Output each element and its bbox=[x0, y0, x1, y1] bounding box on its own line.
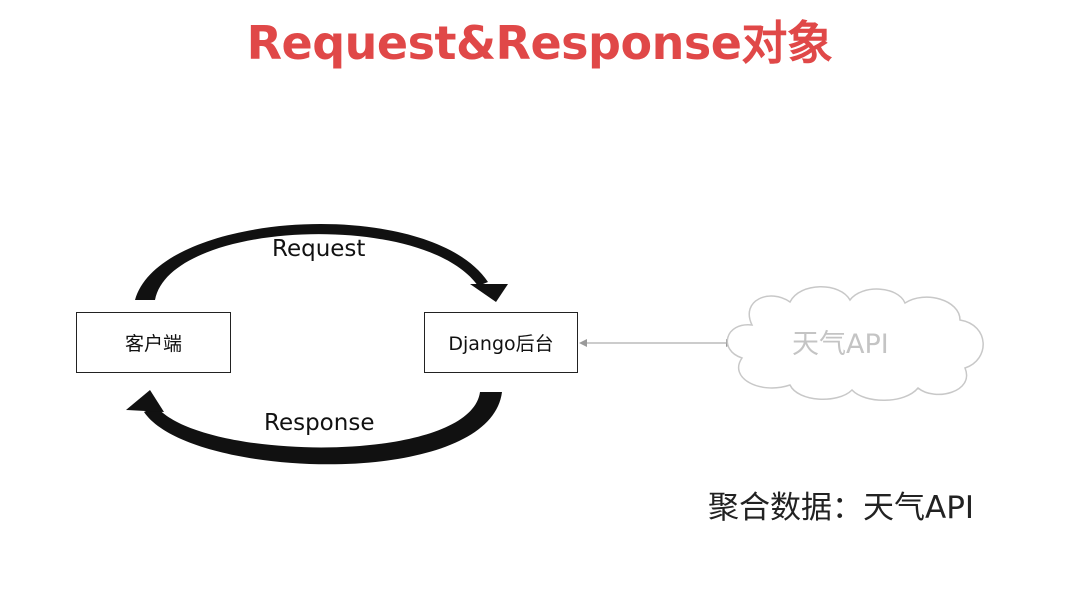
client-node: 客户端 bbox=[76, 312, 231, 373]
response-arrow bbox=[144, 392, 502, 465]
django-label: Django后台 bbox=[448, 333, 554, 355]
data-source-note: 聚合数据：天气API bbox=[708, 490, 975, 526]
django-node: Django后台 bbox=[424, 312, 578, 373]
request-arrowhead bbox=[470, 284, 508, 302]
client-label: 客户端 bbox=[124, 333, 182, 355]
request-arrow bbox=[135, 224, 488, 300]
weather-api-label: 天气API bbox=[792, 329, 889, 360]
slide-title: Request&Response对象 bbox=[246, 16, 833, 70]
response-arrowhead bbox=[126, 390, 164, 412]
cloud-shape bbox=[726, 286, 984, 401]
request-label: Request bbox=[272, 236, 366, 262]
response-label: Response bbox=[264, 410, 375, 436]
